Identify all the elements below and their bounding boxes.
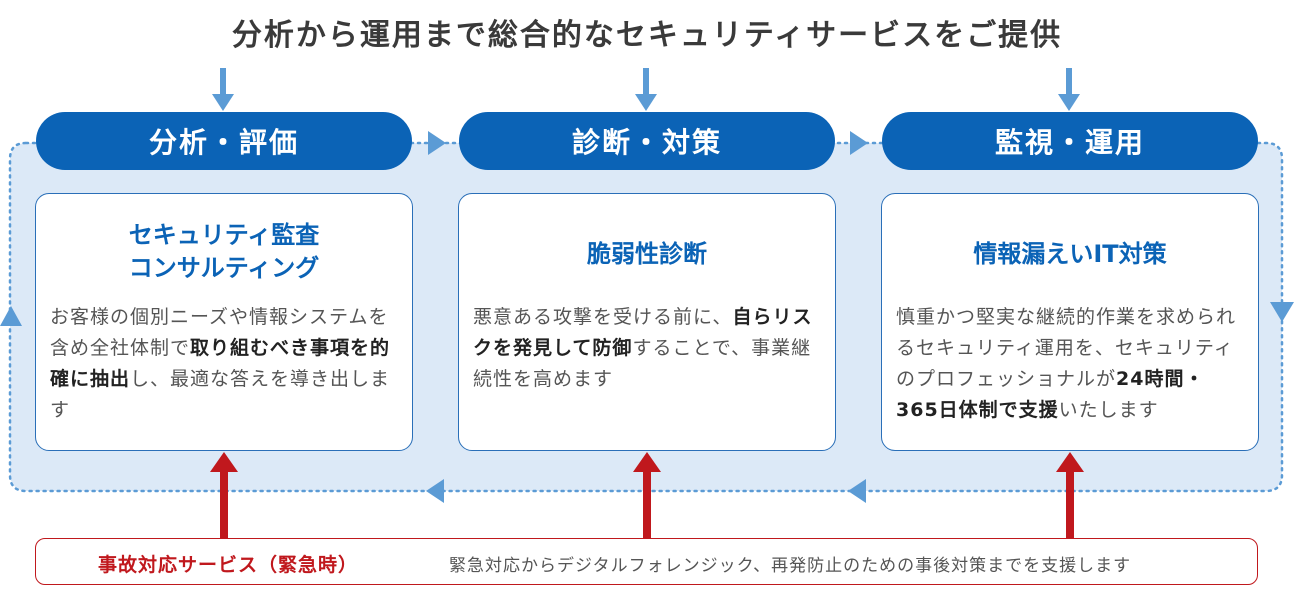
stage-card-analysis: セキュリティ監査 コンサルティング お客様の個別ニーズや情報システムを含め全社体… (35, 193, 413, 451)
card-title-line: 情報漏えいIT対策 (973, 240, 1167, 268)
loop-arrow-left-1 (848, 479, 866, 503)
incident-arrow-2 (633, 452, 661, 538)
loop-arrow-right-1 (428, 131, 446, 155)
loop-arrow-down (1270, 302, 1294, 322)
input-arrow-2 (635, 68, 657, 111)
card-title-line: コンサルティング (128, 254, 320, 282)
card-title: 情報漏えいIT対策 (882, 238, 1258, 271)
loop-arrow-right-2 (850, 131, 868, 155)
incident-description: 緊急対応からデジタルフォレンジック、再発防止のための事後対策までを支援します (449, 556, 1132, 576)
loop-arrow-up (0, 306, 22, 326)
cycle-loop-dotted (8, 141, 1284, 493)
incident-service-box: 事故対応サービス（緊急時） 緊急対応からデジタルフォレンジック、再発防止のための… (35, 538, 1258, 585)
stage-card-monitoring: 情報漏えいIT対策 慎重かつ堅実な継続的作業を求められるセキュリティ運用を、セキ… (881, 193, 1259, 451)
input-arrow-3 (1058, 68, 1080, 111)
card-title: セキュリティ監査 コンサルティング (36, 219, 412, 285)
page-title: 分析から運用まで総合的なセキュリティサービスをご提供 (231, 18, 1063, 53)
incident-arrow-3 (1056, 452, 1084, 538)
loop-arrow-left-2 (426, 479, 444, 503)
incident-arrow-1 (210, 452, 238, 538)
stage-card-diagnosis: 脆弱性診断 悪意ある攻撃を受ける前に、自らリスクを発見して防御することで、事業継… (458, 193, 836, 451)
card-title-line: セキュリティ監査 (128, 221, 320, 249)
card-body: お客様の個別ニーズや情報システムを含め全社体制で取り組むべき事項を的確に抽出し、… (50, 306, 391, 421)
card-body: 悪意ある攻撃を受ける前に、自らリスクを発見して防御することで、事業継続性を高めま… (473, 306, 813, 390)
stage-header-monitoring: 監視・運用 (882, 112, 1258, 170)
incident-label: 事故対応サービス（緊急時） (98, 554, 359, 576)
stage-header-diagnosis: 診断・対策 (459, 112, 835, 170)
card-body: 慎重かつ堅実な継続的作業を求められるセキュリティ運用を、セキュリティのプロフェッ… (896, 306, 1237, 421)
stage-header-analysis: 分析・評価 (36, 112, 412, 170)
card-title-line: 脆弱性診断 (587, 240, 707, 268)
card-title: 脆弱性診断 (459, 238, 835, 271)
input-arrow-1 (212, 68, 234, 111)
